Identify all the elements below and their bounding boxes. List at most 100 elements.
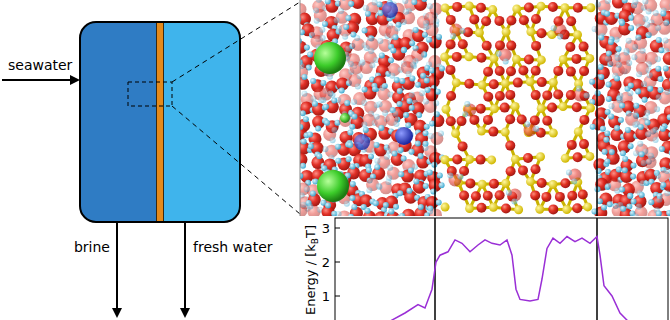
hydrogen-atom <box>602 149 608 155</box>
hydrogen-atom <box>655 66 661 72</box>
oxygen-atom <box>578 190 588 200</box>
silicon-atom <box>512 55 521 64</box>
hydrogen-atom <box>605 56 611 62</box>
silicon-atom <box>536 152 545 161</box>
hydrogen-atom <box>655 173 661 179</box>
oxygen-atom <box>446 91 456 101</box>
hydrogen-atom <box>307 203 313 209</box>
hydrogen-atom <box>366 187 372 193</box>
hydrogen-atom <box>458 174 464 180</box>
hydrogen-atom <box>447 173 453 179</box>
oxygen-atom <box>446 39 456 49</box>
hydrogen-atom <box>316 0 322 3</box>
hydrogen-atom <box>408 168 414 174</box>
hydrogen-atom <box>376 184 382 190</box>
hydrogen-atom <box>380 85 386 91</box>
hydrogen-atom <box>388 57 394 63</box>
oxygen-atom <box>452 155 462 165</box>
hydrogen-atom <box>669 161 670 167</box>
hydrogen-atom <box>427 169 433 175</box>
hydrogen-atom <box>633 103 639 109</box>
hydrogen-atom <box>660 182 666 188</box>
oxygen-atom <box>579 42 589 52</box>
hydrogen-atom <box>655 25 661 31</box>
silicon-atom <box>537 2 546 11</box>
hydrogen-atom <box>301 74 307 80</box>
silicon-atom <box>583 202 592 211</box>
hydrogen-atom <box>459 28 465 34</box>
hydrogen-atom <box>425 87 431 93</box>
axis-label: Energy / [kBT] <box>304 225 320 315</box>
hydrogen-atom <box>641 160 647 166</box>
hydrogen-atom <box>419 90 425 96</box>
hydrogen-atom <box>300 63 305 69</box>
oxygen-atom <box>537 28 547 38</box>
hydrogen-atom <box>322 21 328 27</box>
hydrogen-atom <box>436 200 442 206</box>
chloride-ion <box>314 42 346 74</box>
hydrogen-atom <box>423 130 429 136</box>
silicon-atom <box>511 102 520 111</box>
silicon-atom <box>526 77 535 86</box>
hydrogen-atom <box>656 94 662 100</box>
oxygen-atom <box>465 178 475 188</box>
silicon-atom <box>488 5 497 14</box>
tick-label: 3 <box>322 222 330 235</box>
oxygen-atom <box>459 191 469 201</box>
hydrogen-atom <box>636 203 642 209</box>
hydrogen-atom <box>496 51 502 57</box>
silicon-atom <box>442 105 451 114</box>
oxygen-atom <box>458 141 468 151</box>
hydrogen-atom <box>669 77 670 83</box>
hydrogen-atom <box>644 22 650 28</box>
hydrogen-atom <box>313 8 319 14</box>
hydrogen-atom <box>654 106 660 112</box>
hydrogen-atom <box>655 56 661 62</box>
hydrogen-atom <box>620 150 626 156</box>
hydrogen-atom <box>409 105 415 111</box>
oxygen-atom <box>524 55 534 65</box>
hydrogen-atom <box>428 133 434 139</box>
hydrogen-atom <box>639 192 645 198</box>
oxygen-atom <box>542 90 552 100</box>
silicon-atom <box>440 53 449 62</box>
hydrogen-atom <box>668 132 670 138</box>
hydrogen-atom <box>631 162 637 168</box>
hydrogen-atom <box>614 37 620 43</box>
tick <box>335 296 340 297</box>
oxygen-atom <box>483 92 493 102</box>
silicon-atom <box>478 180 487 189</box>
hydrogen-atom <box>350 181 356 187</box>
outflow-label: brine <box>74 240 110 254</box>
oxygen-atom <box>476 104 486 114</box>
silicon-atom <box>501 179 510 188</box>
oxygen-atom <box>489 179 499 189</box>
hydrogen-atom <box>359 60 365 66</box>
hydrogen-atom <box>427 3 433 9</box>
silicon-atom <box>514 205 523 214</box>
hydrogen-atom <box>346 156 352 162</box>
sodium-ion <box>395 127 413 145</box>
hydrogen-atom <box>636 71 642 77</box>
tick <box>335 228 340 229</box>
hydrogen-atom <box>343 24 349 30</box>
hydrogen-atom <box>413 27 419 33</box>
hydrogen-atom <box>403 112 409 118</box>
hydrogen-atom <box>433 22 439 28</box>
hydrogen-atom <box>627 193 633 199</box>
hydrogen-atom <box>648 153 654 159</box>
hydrogen-atom <box>418 153 424 159</box>
hydrogen-atom <box>398 147 404 153</box>
inflow-label: seawater <box>8 58 72 72</box>
hydrogen-atom <box>603 137 609 143</box>
hydrogen-atom <box>607 201 613 207</box>
oxygen-atom <box>506 166 516 176</box>
hydrogen-atom <box>627 193 633 199</box>
hydrogen-atom <box>653 137 659 143</box>
silicon-atom <box>501 128 510 137</box>
outflow-arrow <box>116 222 118 316</box>
hydrogen-atom <box>669 150 670 156</box>
hydrogen-atom <box>627 90 633 96</box>
hydrogen-atom <box>606 82 612 88</box>
hydrogen-atom <box>389 73 395 79</box>
